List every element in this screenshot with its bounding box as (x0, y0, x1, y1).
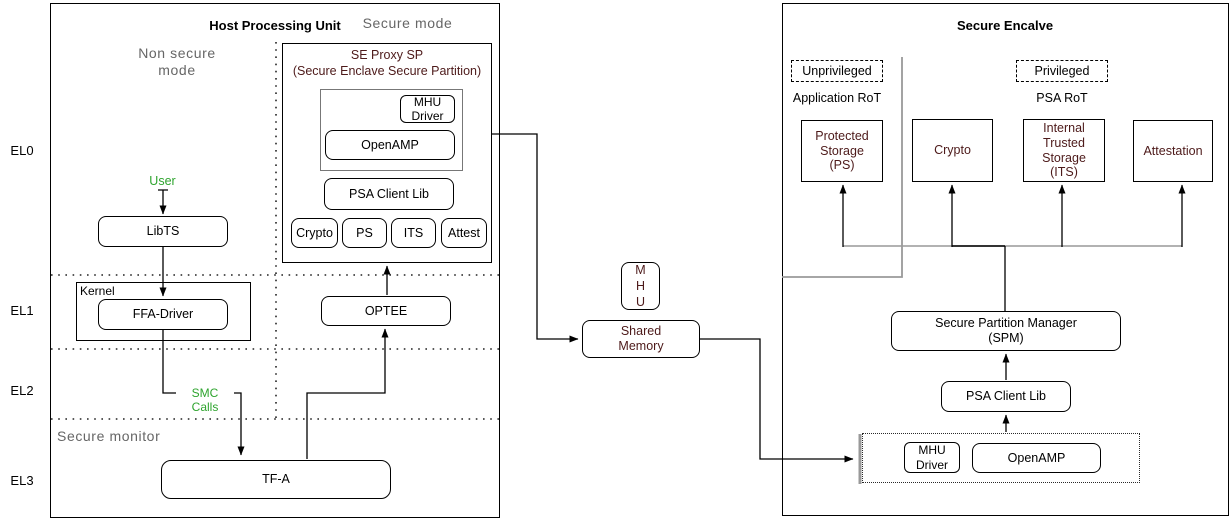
host-title: Host Processing Unit (209, 18, 341, 34)
node-service-crypto-host: Crypto (291, 218, 338, 248)
application-rot-label: Application RoT (792, 90, 882, 105)
secure-monitor-label: Secure monitor (57, 428, 161, 444)
se-proxy-subtitle: (Secure Enclave Secure Partition) (292, 63, 482, 78)
label-el1: EL1 (10, 302, 34, 318)
spm-subtitle: (SPM) (988, 331, 1024, 345)
se-proxy-title: SE Proxy SP (350, 47, 424, 62)
node-attestation: Attestation (1133, 120, 1213, 182)
kernel-label: Kernel (80, 284, 115, 298)
psa-rot-label: PSA RoT (1036, 90, 1088, 105)
se-proxy-comm-group-box (320, 89, 463, 171)
node-openamp-enclave: OpenAMP (972, 443, 1101, 473)
unprivileged-badge: Unprivileged (791, 60, 883, 82)
node-shared-memory: Shared Memory (582, 320, 700, 358)
label-el2: EL2 (10, 382, 34, 398)
node-mhu-driver-host: MHU Driver (400, 95, 455, 123)
node-optee: OPTEE (321, 296, 451, 326)
node-psa-client-lib-enclave: PSA Client Lib (941, 381, 1071, 412)
privileged-badge: Privileged (1016, 60, 1108, 82)
label-el3: EL3 (10, 472, 34, 488)
node-psa-client-lib-host: PSA Client Lib (324, 178, 454, 210)
node-service-ps-host: PS (342, 218, 387, 248)
smc-calls-label: SMC Calls (176, 386, 234, 414)
non-secure-mode-label: Non secure mode (138, 45, 216, 78)
node-internal-trusted-storage: Internal Trusted Storage (ITS) (1023, 119, 1105, 182)
node-spm: Secure Partition Manager (SPM) (891, 311, 1121, 351)
node-service-attest-host: Attest (441, 218, 487, 248)
node-mhu-driver-enclave: MHU Driver (904, 442, 960, 473)
node-crypto: Crypto (912, 119, 993, 182)
node-service-its-host: ITS (391, 218, 436, 248)
enclave-comm-group-box (862, 433, 1140, 483)
node-ffa-driver: FFA-Driver (98, 299, 228, 330)
node-libts: LibTS (98, 216, 228, 247)
enclave-title: Secure Encalve (956, 18, 1054, 34)
user-label: User (149, 173, 176, 188)
node-tfa: TF-A (161, 460, 391, 499)
node-mhu: MHU (621, 262, 660, 310)
node-openamp-host: OpenAMP (325, 130, 455, 160)
secure-mode-label: Secure mode (362, 14, 453, 31)
arrow-seproxy-to-shared-memory (492, 133, 579, 343)
spm-title: Secure Partition Manager (935, 316, 1077, 331)
label-el0: EL0 (10, 142, 34, 158)
node-protected-storage: Protected Storage (PS) (801, 120, 883, 182)
